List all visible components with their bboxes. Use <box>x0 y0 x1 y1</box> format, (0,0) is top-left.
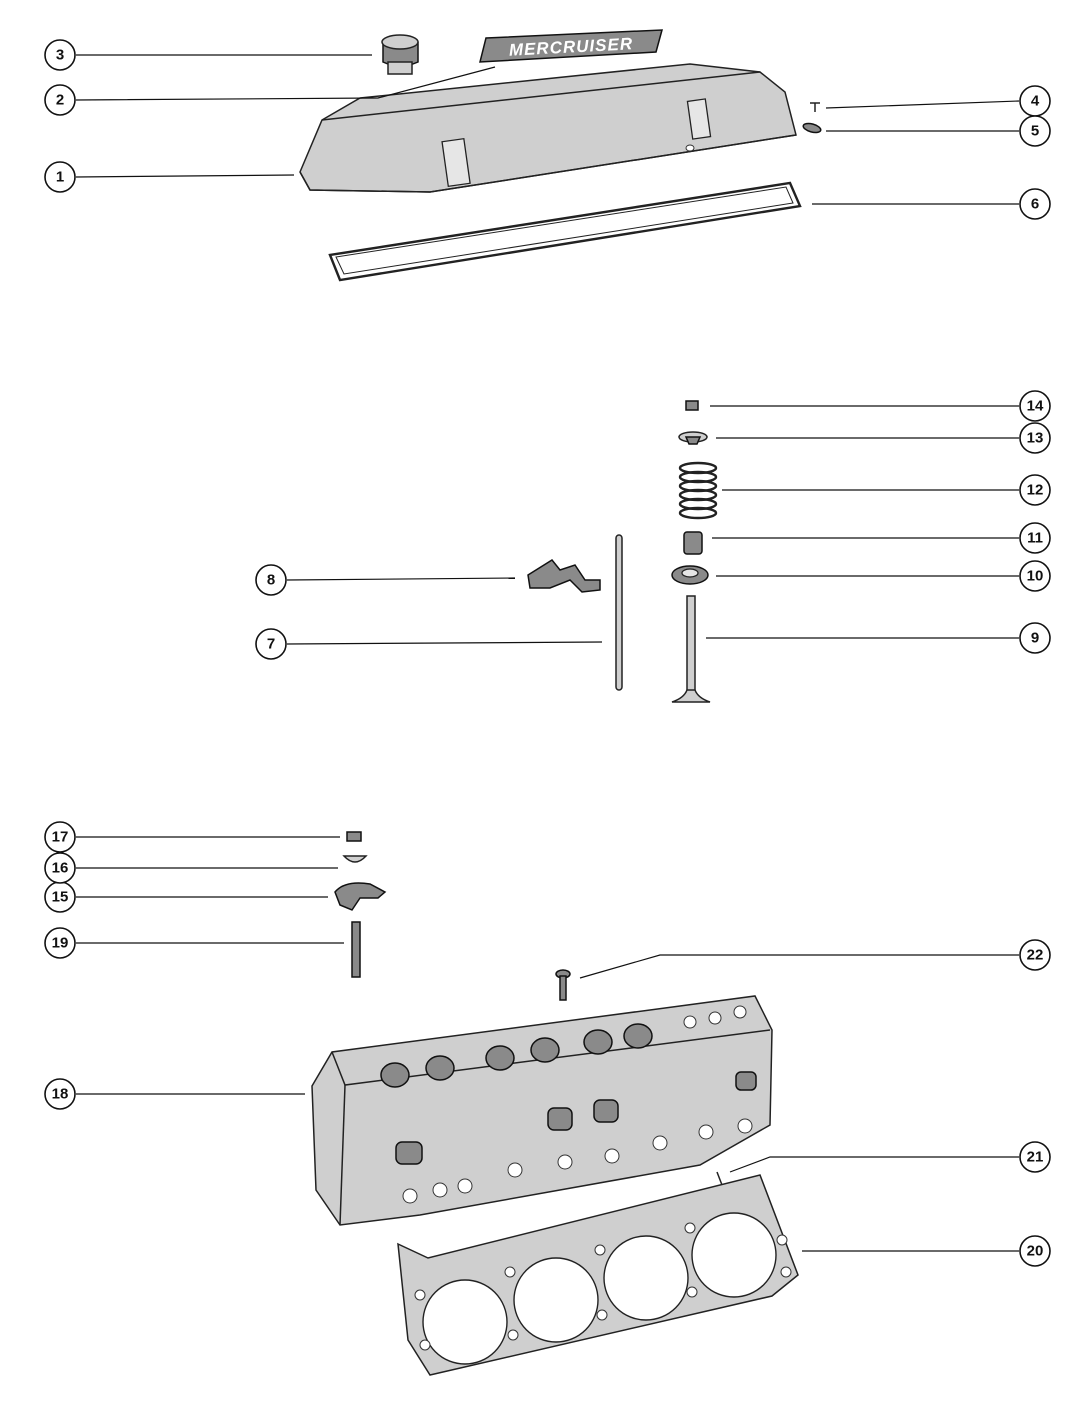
cover-screw <box>810 102 820 112</box>
callout-21-label: 21 <box>1027 1149 1044 1166</box>
callout-4-label: 4 <box>1031 93 1040 110</box>
callout-14-label: 14 <box>1027 398 1044 415</box>
push-rod <box>615 534 623 691</box>
callout-17: 17 <box>44 821 76 853</box>
callout-3-label: 3 <box>56 47 64 64</box>
valve-oil-seal <box>671 565 709 585</box>
callout-22: 22 <box>1019 939 1051 971</box>
oil-filler-cap <box>381 34 419 75</box>
callout-7: 7 <box>255 628 287 660</box>
callout-4: 4 <box>1019 85 1051 117</box>
rocker-arm-ball <box>342 855 368 863</box>
callout-19: 19 <box>44 927 76 959</box>
callout-8: 8 <box>255 564 287 596</box>
push-rod-guide <box>527 559 601 593</box>
callout-20-label: 20 <box>1027 1243 1044 1260</box>
callout-1: 1 <box>44 161 76 193</box>
leader-lines <box>75 54 1020 1252</box>
callout-2-label: 2 <box>56 92 64 109</box>
valve-keys <box>685 400 699 411</box>
callout-12: 12 <box>1019 474 1051 506</box>
rocker-arm-nut <box>346 831 362 842</box>
callout-13: 13 <box>1019 422 1051 454</box>
valve-spring <box>678 461 718 520</box>
callout-16-label: 16 <box>52 860 69 877</box>
rocker-arm-stud <box>351 921 361 978</box>
valve <box>671 595 711 703</box>
callout-11: 11 <box>1019 522 1051 554</box>
head-ports <box>395 1071 757 1165</box>
gasket-bolt-holes <box>414 1222 792 1351</box>
valve-cover <box>299 63 797 193</box>
callout-21: 21 <box>1019 1141 1051 1173</box>
callout-18-label: 18 <box>52 1086 69 1103</box>
callout-17-label: 17 <box>52 829 69 846</box>
cover-clip <box>802 122 822 134</box>
callout-18: 18 <box>44 1078 76 1110</box>
callout-13-label: 13 <box>1027 430 1044 447</box>
cylinder-head <box>311 995 773 1226</box>
valve-shield <box>683 531 703 555</box>
callout-10: 10 <box>1019 560 1051 592</box>
callout-14: 14 <box>1019 390 1051 422</box>
callout-19-label: 19 <box>52 935 69 952</box>
callout-5-label: 5 <box>1031 123 1039 140</box>
cylinder-head-bolt <box>555 969 571 1001</box>
callout-6: 6 <box>1019 188 1051 220</box>
callout-5: 5 <box>1019 115 1051 147</box>
callout-10-label: 10 <box>1027 568 1044 585</box>
callout-9-label: 9 <box>1031 630 1039 647</box>
callout-2: 2 <box>44 84 76 116</box>
callout-22-label: 22 <box>1027 947 1044 964</box>
valve-spring-cap <box>678 431 708 445</box>
callout-3: 3 <box>44 39 76 71</box>
callout-15-label: 15 <box>52 889 69 906</box>
rocker-arm <box>334 882 387 911</box>
callout-11-label: 11 <box>1027 530 1043 547</box>
valve-cover-gasket <box>328 181 802 282</box>
valve-springs-row <box>380 1023 653 1088</box>
head-bolt-holes <box>402 1005 753 1204</box>
callout-9: 9 <box>1019 622 1051 654</box>
dowel-pin <box>716 1171 723 1186</box>
callout-6-label: 6 <box>1031 196 1039 213</box>
callout-7-label: 7 <box>267 636 275 653</box>
mercruiser-emblem: MERCRUISER <box>479 29 663 63</box>
callout-16: 16 <box>44 852 76 884</box>
callout-20: 20 <box>1019 1235 1051 1267</box>
callout-8-label: 8 <box>267 572 275 589</box>
callout-1-label: 1 <box>56 169 64 186</box>
callout-15: 15 <box>44 881 76 913</box>
cylinder-head-gasket <box>397 1174 799 1376</box>
callout-12-label: 12 <box>1027 482 1044 499</box>
